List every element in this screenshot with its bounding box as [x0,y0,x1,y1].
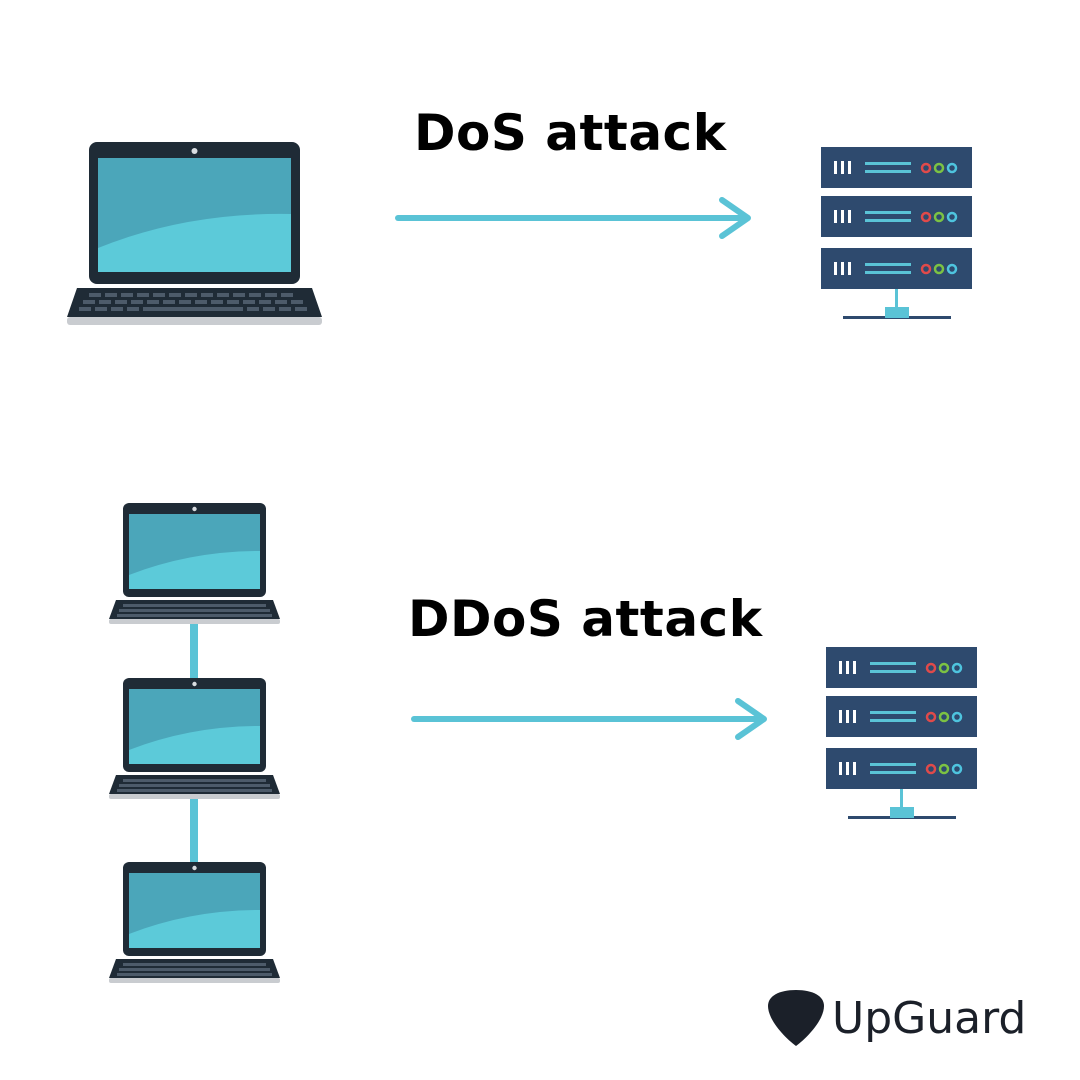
laptop-icon [67,142,322,325]
arrow-right-icon [395,197,751,239]
network-link [190,622,198,864]
server-rack-icon [826,647,977,819]
arrow-right-icon [411,698,767,740]
laptop-icon [109,678,280,799]
ddos-title: DDoS attack [408,590,763,648]
brand-name: UpGuard [832,993,1027,1044]
laptop-icon [109,503,280,624]
laptop-icon [109,862,280,983]
dos-title: DoS attack [414,104,727,162]
guitar-pick-icon [768,990,824,1046]
server-rack-icon [821,147,972,319]
